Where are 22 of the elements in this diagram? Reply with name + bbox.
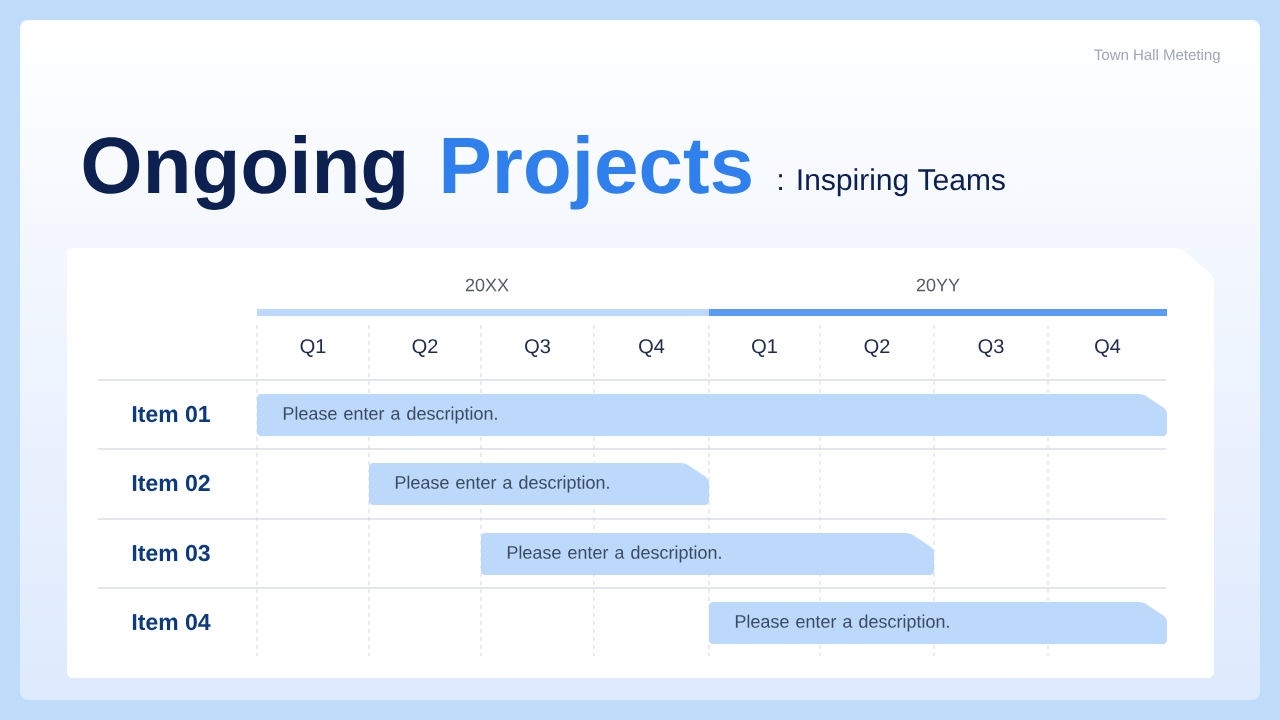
- quarter-label: Q3: [525, 339, 550, 357]
- task-bar: Please enter a description.: [257, 394, 1167, 436]
- row-label: Item 02: [132, 474, 210, 492]
- quarter-label: Q1: [752, 339, 777, 357]
- row-label: Item 03: [132, 544, 210, 562]
- title-text: Projects: [443, 135, 751, 210]
- quarter-label: Q1: [300, 339, 326, 357]
- quarter-label: Q4: [639, 339, 665, 357]
- quarter-label: Q2: [864, 339, 890, 357]
- quarter-label: Q4: [1095, 339, 1121, 357]
- task-bar: Please enter a description.: [481, 533, 934, 575]
- year-label: 20YY: [916, 278, 960, 292]
- row-label: Item 01: [132, 405, 210, 423]
- quarter-label: Q3: [978, 339, 1004, 357]
- task-bar: Please enter a description.: [369, 463, 709, 505]
- title-text: Ongoing: [83, 135, 404, 210]
- year-label: 20XX: [465, 278, 509, 292]
- task-bar: Please enter a description.: [709, 602, 1167, 644]
- row-label: Item 04: [132, 613, 211, 631]
- subtitle-text: : Inspiring Teams: [779, 168, 1005, 197]
- header-text: Town Hall Meteting: [1094, 49, 1220, 63]
- quarter-label: Q2: [412, 339, 438, 357]
